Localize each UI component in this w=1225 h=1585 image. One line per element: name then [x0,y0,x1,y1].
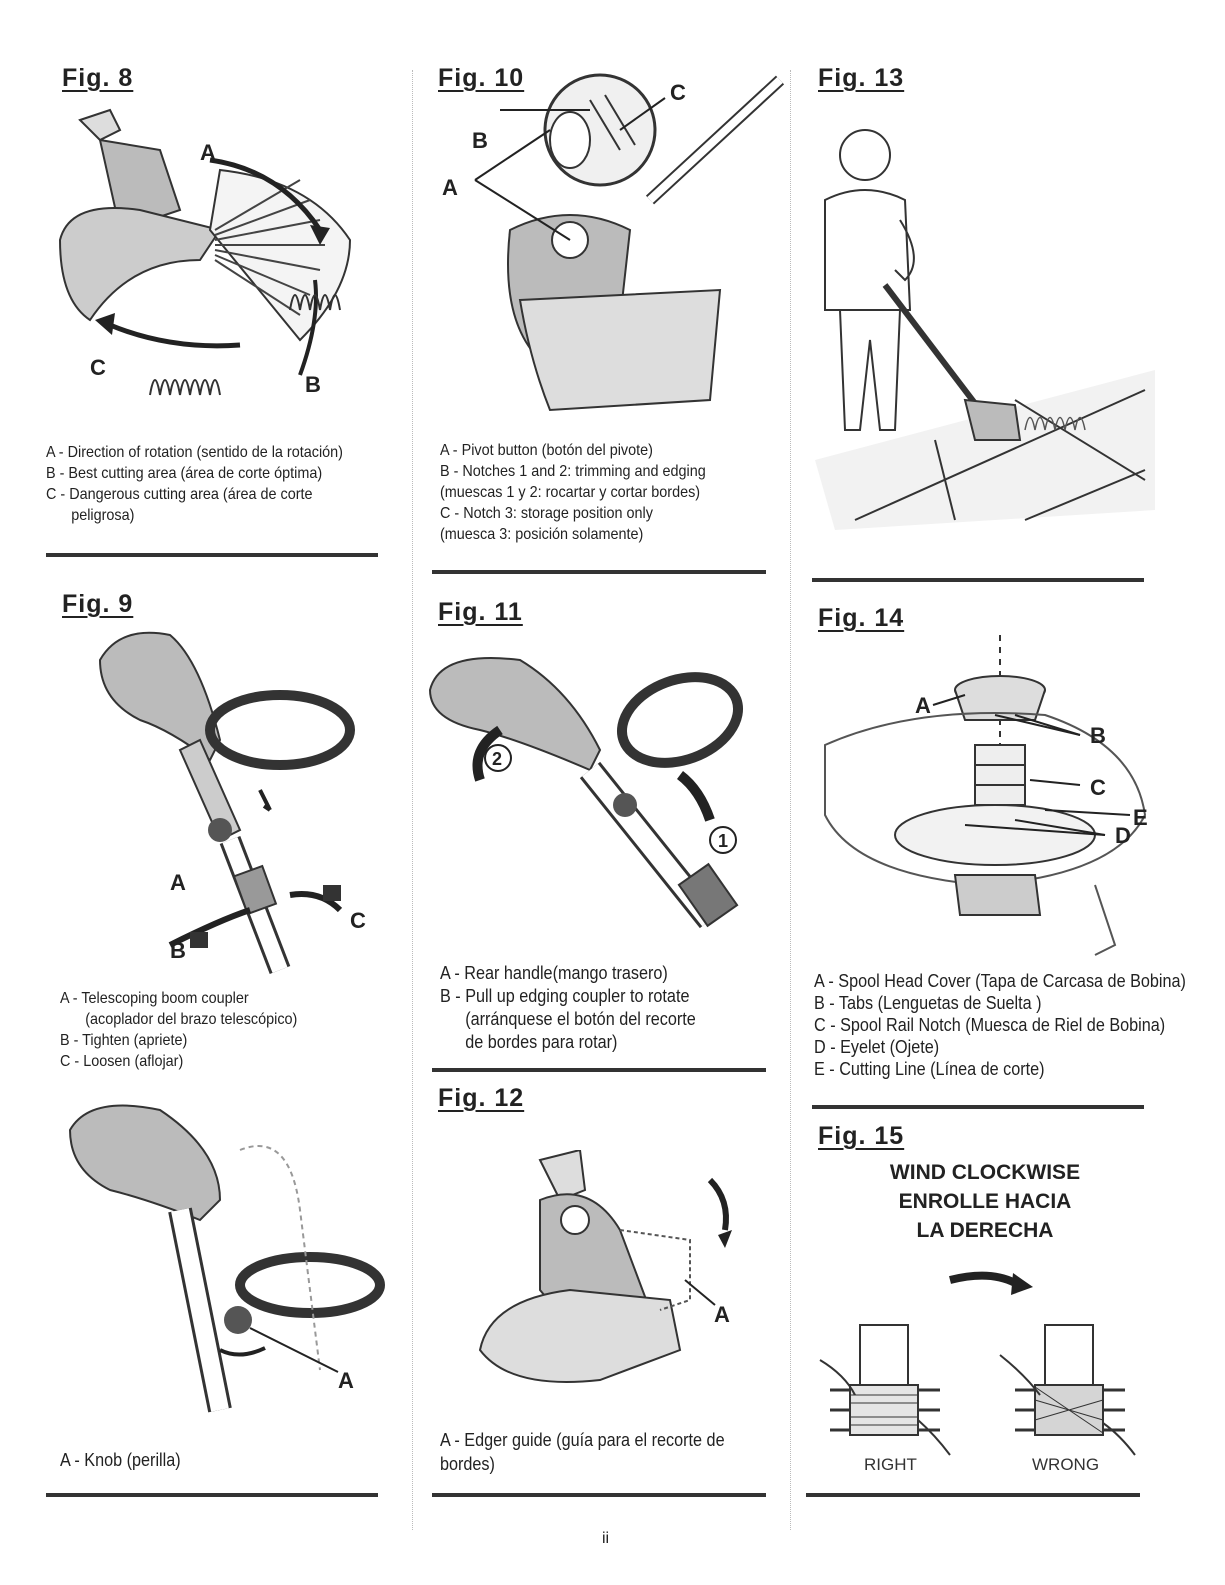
fig11-caption-b-cont2: de bordes para rotar) [465,1032,618,1052]
fig9-caption-a: A - Telescoping boom coupler [60,990,249,1007]
fig14-caption: A - Spool Head Cover (Tapa de Carcasa de… [814,970,1186,1080]
fig11-caption-b: B - Pull up edging coupler to rotate [440,986,690,1006]
page-number: ii [602,1530,610,1547]
fig11-rule [432,1068,766,1072]
fig14-label-a: A [915,693,931,718]
fig10-caption-c-cont: (muesca 3: posición solamente) [440,526,644,543]
fig9-caption-a-cont: (acoplador del brazo telescópico) [85,1011,298,1028]
fig9-label-a: A [170,870,186,895]
fig11-marker-2: 2 [492,749,502,769]
fig15-title: Fig. 15 [818,1122,905,1150]
fig12-illustration: A [478,1150,732,1383]
fig15-heading: WIND CLOCKWISE ENROLLE HACIA LA DERECHA [880,1158,1090,1245]
fig12-title: Fig. 12 [438,1084,525,1112]
column-divider-left [412,70,413,1530]
fig8-caption-c-cont: peligrosa) [71,507,135,524]
fig8-caption: A - Direction of rotation (sentido de la… [46,442,343,526]
fig9b-caption-a: A - Knob (perilla) [60,1450,181,1470]
fig11-caption: A - Rear handle(mango trasero) B - Pull … [440,962,696,1054]
fig9b-label-a: A [338,1368,354,1393]
fig10-caption: A - Pivot button (botón del pivote) B - … [440,440,706,545]
fig12-caption: A - Edger guide (guía para el recorte de… [440,1428,725,1476]
fig13-rule [812,578,1144,582]
fig15-heading-line2: ENROLLE HACIA [898,1190,1072,1213]
fig8-illustration: A B C [58,108,352,397]
fig13-illustration [815,129,1155,530]
fig11-marker-1: 1 [718,831,728,851]
fig10-title: Fig. 10 [438,64,525,92]
fig12-label-a: A [714,1302,730,1327]
fig9-caption-b: B - Tighten (apriete) [60,1032,188,1049]
fig14-label-c: C [1090,775,1106,800]
fig9-caption-c: C - Loosen (aflojar) [60,1053,184,1070]
fig10-label-b: B [472,128,488,153]
fig9-label-c: C [350,908,366,933]
fig14-caption-b: B - Tabs (Lenguetas de Suelta ) [814,993,1042,1013]
fig8-caption-c: C - Dangerous cutting area (área de cort… [46,486,313,503]
fig9-illustration: A B C [98,631,366,974]
fig8-title: Fig. 8 [62,64,134,92]
fig15-illustration [819,1271,1136,1456]
fig10-caption-a: A - Pivot button (botón del pivote) [440,442,653,459]
fig9-title: Fig. 9 [62,590,134,618]
fig14-title: Fig. 14 [818,604,905,632]
fig15-rule [806,1493,1140,1497]
fig15-right-label: RIGHT [864,1455,917,1474]
column-divider-right [790,70,791,1530]
fig14-label-d: D [1115,823,1131,848]
fig10-label-c: C [670,80,686,105]
fig9-knob-illustration: A [68,1104,385,1413]
fig14-caption-e: E - Cutting Line (Línea de corte) [814,1059,1045,1079]
fig10-label-a: A [442,175,458,200]
fig8-caption-b: B - Best cutting area (área de corte ópt… [46,465,323,482]
fig10-caption-c: C - Notch 3: storage position only [440,505,653,522]
fig10-illustration: A B C [442,73,785,412]
fig14-label-e: E [1133,805,1148,830]
fig9-label-b: B [170,938,186,963]
fig8-label-a: A [200,140,216,165]
fig9-rule [46,1493,378,1497]
fig10-rule [432,570,766,574]
fig8-label-b: B [305,372,321,397]
fig14-caption-c: C - Spool Rail Notch (Muesca de Riel de … [814,1015,1166,1035]
fig12-caption-a: A - Edger guide (guía para el recorte de [440,1430,725,1450]
fig10-caption-b: B - Notches 1 and 2: trimming and edging [440,463,706,480]
fig11-illustration: 2 1 [428,657,744,929]
fig12-rule [432,1493,766,1497]
fig15-heading-line3: LA DERECHA [916,1219,1054,1242]
fig11-caption-b-cont: (arránquese el botón del recorte [465,1009,696,1029]
fig14-caption-d: D - Eyelet (Ojete) [814,1037,940,1057]
fig15-wrong-label: WRONG [1032,1455,1100,1474]
fig14-rule [812,1105,1144,1109]
fig10-caption-b-cont: (muescas 1 y 2: rocartar y cortar bordes… [440,484,701,501]
fig8-label-c: C [90,355,106,380]
fig14-label-b: B [1090,723,1106,748]
fig14-illustration: A B C D E [824,635,1148,956]
fig8-caption-a: A - Direction of rotation (sentido de la… [46,444,343,461]
fig9b-caption: A - Knob (perilla) [60,1450,181,1471]
fig15-heading-line1: WIND CLOCKWISE [889,1161,1081,1184]
fig9-caption: A - Telescoping boom coupler (acoplador … [60,988,297,1072]
fig11-caption-a: A - Rear handle(mango trasero) [440,963,668,983]
fig12-caption-a-cont: bordes) [440,1454,495,1474]
fig13-title: Fig. 13 [818,64,905,92]
fig8-rule [46,553,378,557]
fig11-title: Fig. 11 [438,598,523,626]
fig14-caption-a: A - Spool Head Cover (Tapa de Carcasa de… [814,971,1186,991]
